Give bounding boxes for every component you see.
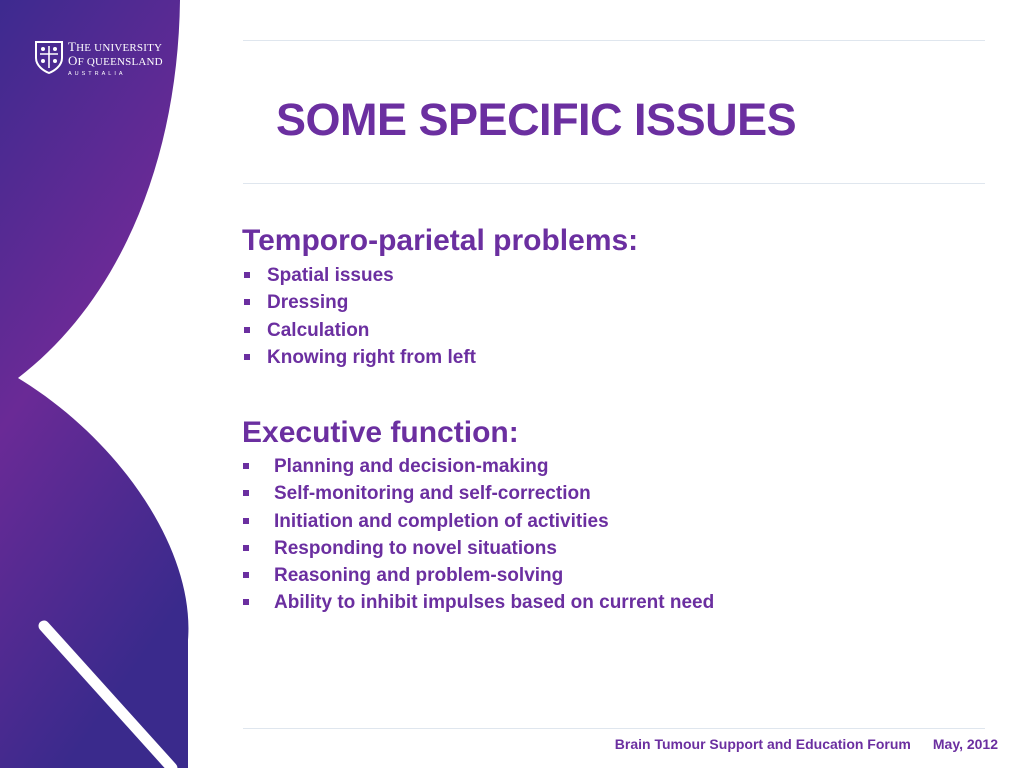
list-item: Self-monitoring and self-correction: [242, 480, 714, 507]
slide-title: SOME SPECIFIC ISSUES: [276, 94, 797, 145]
list-item: Ability to inhibit impulses based on cur…: [242, 589, 714, 616]
list-item: Spatial issues: [244, 262, 476, 289]
decorative-sidebar: [0, 0, 189, 768]
footer-divider-line: [243, 728, 985, 729]
logo-line-3: AUSTRALIA: [68, 71, 126, 77]
top-divider-line: [243, 40, 985, 41]
list-item: Initiation and completion of activities: [242, 508, 714, 535]
footer-date: May, 2012: [932, 736, 998, 752]
section-heading-executive-function: Executive function:: [242, 416, 519, 449]
executive-function-list: Planning and decision-making Self-monito…: [242, 453, 714, 617]
footer-forum-name: Brain Tumour Support and Education Forum: [614, 736, 911, 752]
list-item: Reasoning and problem-solving: [242, 562, 714, 589]
list-item: Calculation: [244, 317, 476, 344]
footer: Brain Tumour Support and Education Forum…: [615, 736, 998, 752]
section-heading-temporo-parietal: Temporo-parietal problems:: [242, 224, 639, 257]
university-crest-icon: [35, 41, 63, 74]
decorative-diagonal-line: [38, 620, 178, 768]
university-logo-text: THE UNIVERSITY OF QUEENSLAND AUSTRALIA: [68, 40, 163, 78]
title-divider-line: [243, 183, 985, 184]
list-item: Responding to novel situations: [242, 535, 714, 562]
list-item: Knowing right from left: [244, 344, 476, 371]
list-item: Dressing: [244, 289, 476, 316]
temporo-parietal-list: Spatial issues Dressing Calculation Know…: [244, 262, 476, 371]
list-item: Planning and decision-making: [242, 453, 714, 480]
sidebar-background-shape: [0, 0, 189, 768]
logo-line-1: THE UNIVERSITY: [68, 39, 163, 54]
university-logo: THE UNIVERSITY OF QUEENSLAND AUSTRALIA: [34, 40, 163, 78]
logo-line-2: OF QUEENSLAND: [68, 53, 163, 68]
